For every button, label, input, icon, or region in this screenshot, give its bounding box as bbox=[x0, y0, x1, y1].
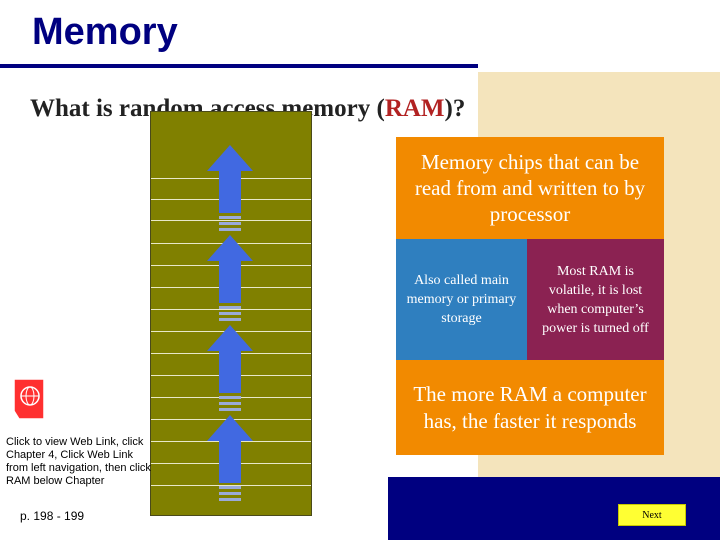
up-arrow-icon bbox=[207, 145, 253, 231]
faster-box: The more RAM a computer has, the faster … bbox=[396, 360, 664, 455]
question-highlight: RAM bbox=[384, 95, 445, 122]
up-arrow-icon bbox=[207, 415, 253, 501]
definition-text: Memory chips that can be read from and w… bbox=[414, 150, 646, 226]
definition-box: Memory chips that can be read from and w… bbox=[396, 137, 664, 239]
page-reference: p. 198 - 199 bbox=[20, 509, 85, 523]
main-memory-box: Also called main memory or primary stora… bbox=[396, 239, 527, 360]
volatile-box: Most RAM is volatile, it is lost when co… bbox=[527, 239, 664, 360]
volatile-text: Most RAM is volatile, it is lost when co… bbox=[542, 263, 649, 336]
chip-row-line bbox=[151, 309, 311, 310]
main-memory-text: Also called main memory or primary stora… bbox=[406, 273, 517, 326]
next-button-label: Next bbox=[642, 509, 662, 521]
up-arrow-icon bbox=[207, 235, 253, 321]
title-underline bbox=[0, 64, 478, 68]
web-link-instructions[interactable]: Click to view Web Link, click Chapter 4,… bbox=[6, 436, 151, 487]
chip-row-line bbox=[151, 485, 311, 486]
chip-row-line bbox=[151, 220, 311, 221]
next-button[interactable]: Next bbox=[618, 504, 686, 526]
up-arrow-icon bbox=[207, 325, 253, 411]
question-suffix: )? bbox=[444, 95, 466, 122]
web-link-icon[interactable] bbox=[11, 377, 47, 421]
faster-text: The more RAM a computer has, the faster … bbox=[413, 381, 647, 433]
slide-title: Memory bbox=[32, 11, 178, 53]
